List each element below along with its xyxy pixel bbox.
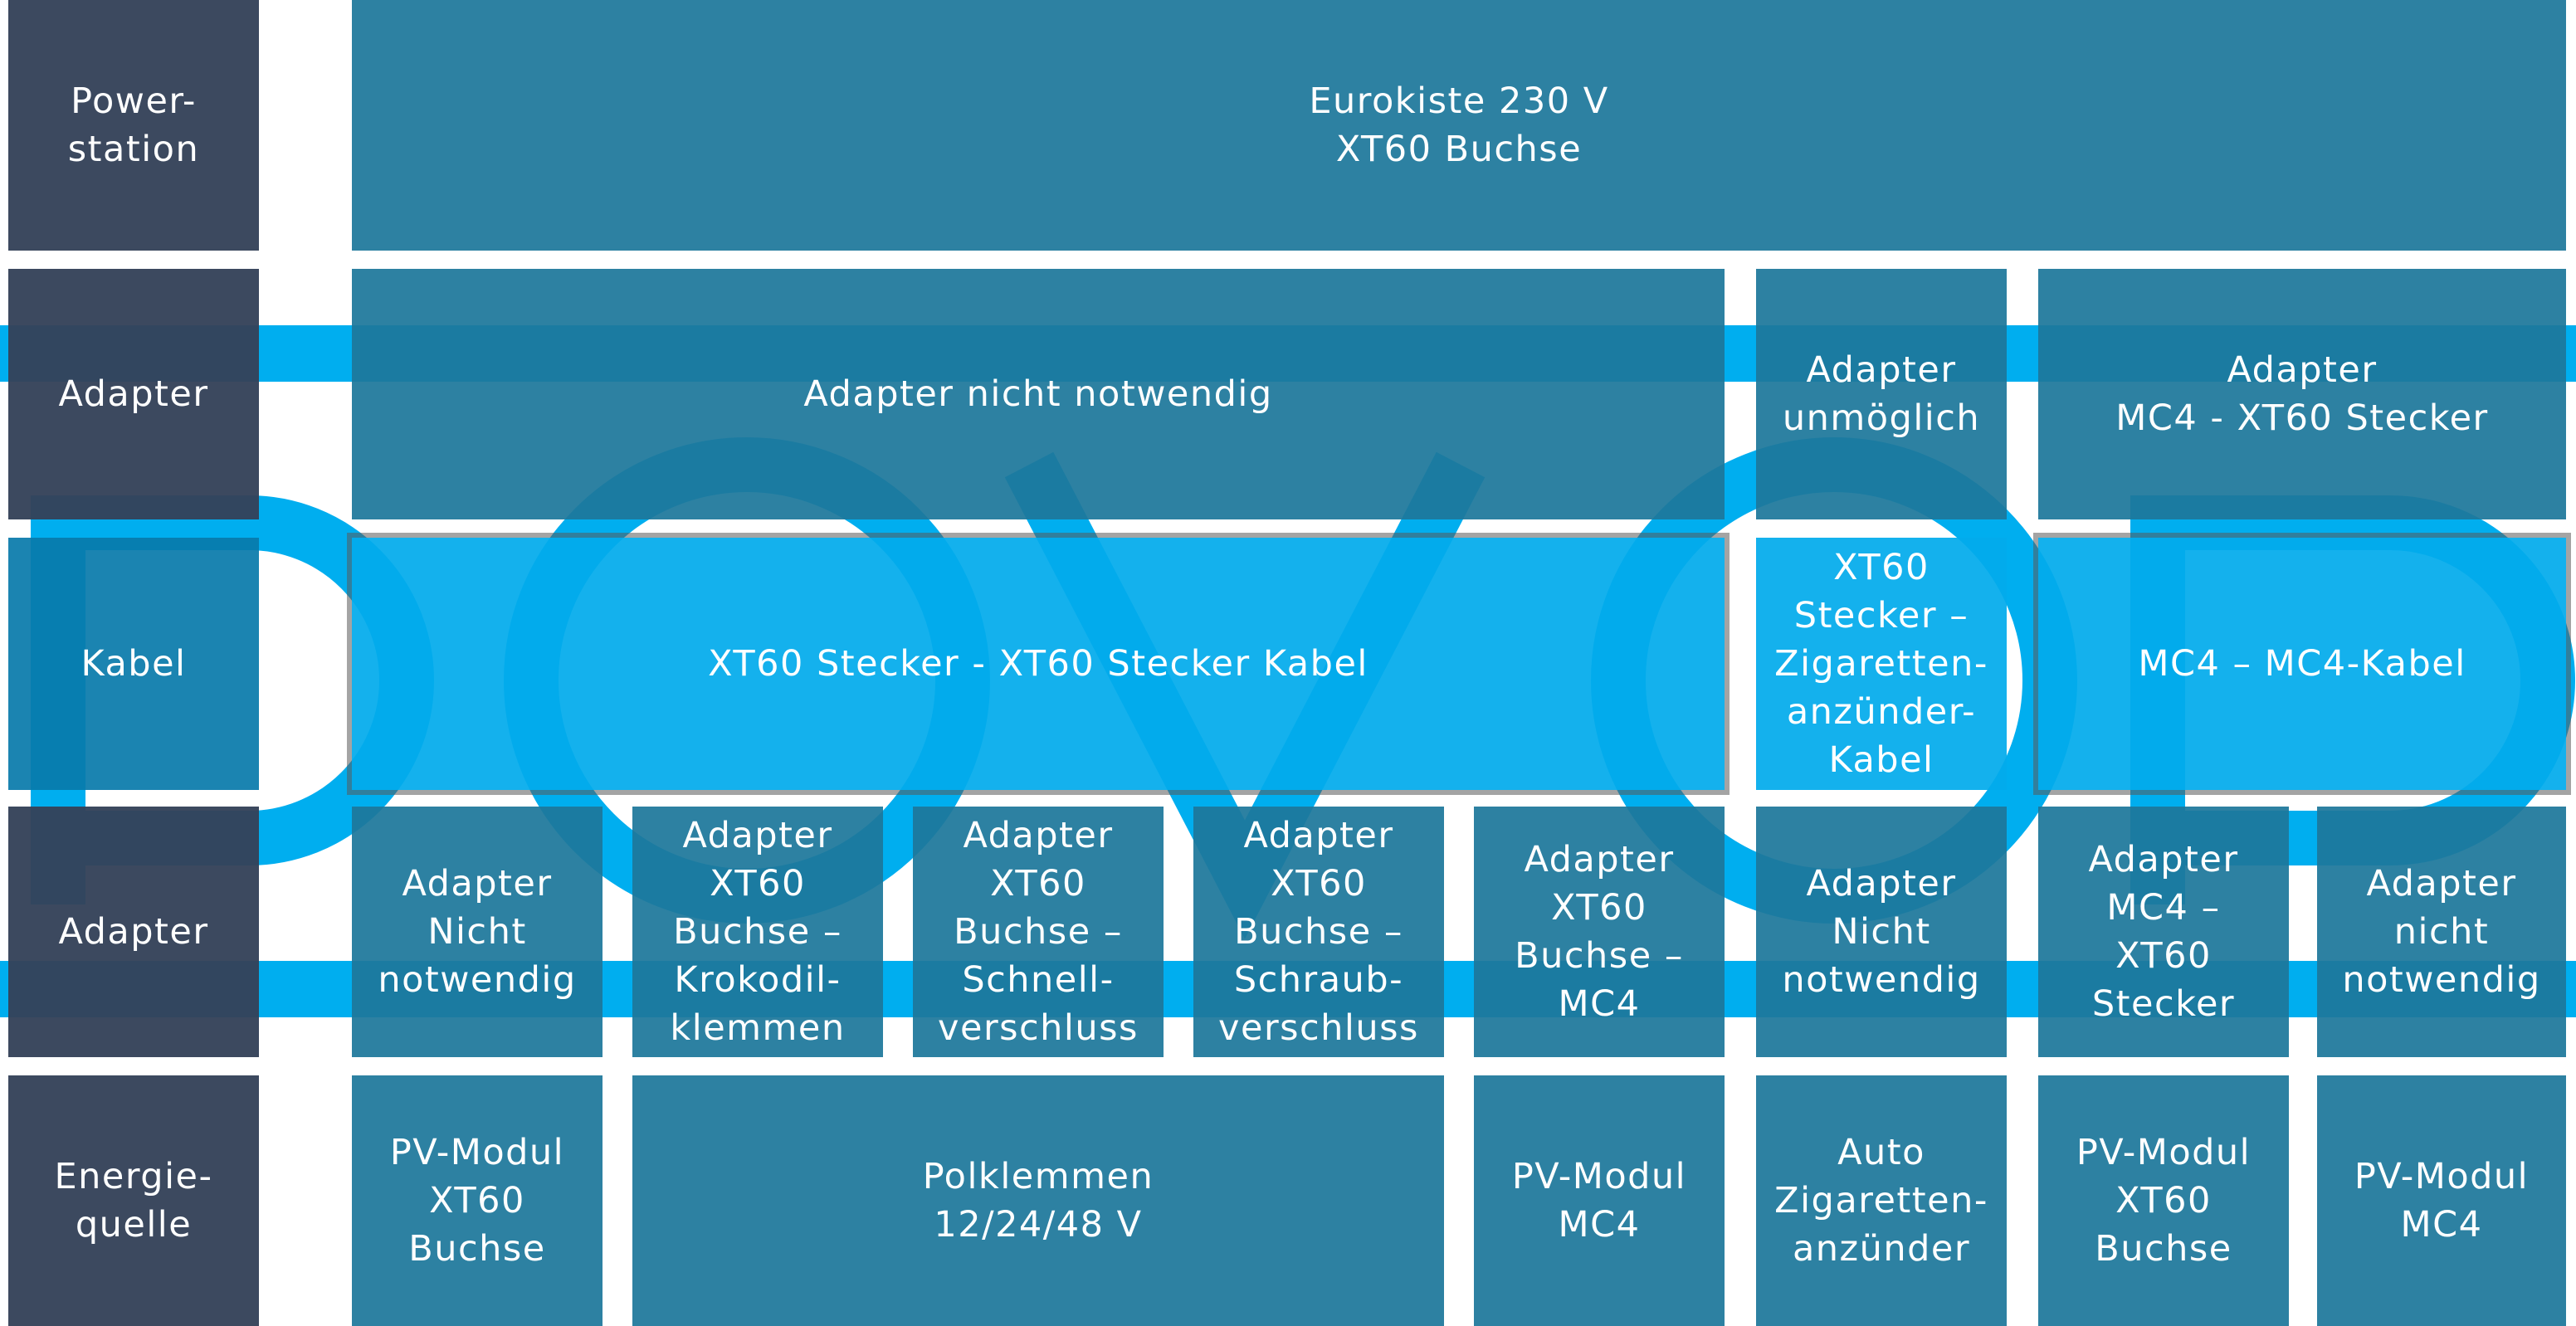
adapter-bottom-box: Adapter Nicht notwendig	[1756, 807, 2007, 1057]
adapter-bottom-box: Adapter XT60 Buchse – Schnell- verschlus…	[913, 807, 1164, 1057]
row-label-adapter-bottom: Adapter	[8, 807, 259, 1057]
adapter-top-box: Adapter nicht notwendig	[352, 269, 1725, 519]
adapter-bottom-box: Adapter XT60 Buchse – Krokodil- klemmen	[632, 807, 883, 1057]
source-box: PV-Modul XT60 Buchse	[2038, 1075, 2289, 1326]
source-box: Polklemmen 12/24/48 V	[632, 1075, 1444, 1326]
source-box: Auto Zigaretten- anzünder	[1756, 1075, 2007, 1326]
adapter-bottom-box: Adapter XT60 Buchse – Schraub- verschlus…	[1193, 807, 1444, 1057]
row-label-kabel: Kabel	[8, 538, 259, 790]
row-label-adapter-top: Adapter	[8, 269, 259, 519]
row-label-energiequelle: Energie- quelle	[8, 1075, 259, 1326]
row-label-powerstation: Power- station	[8, 0, 259, 251]
cable-box: MC4 – MC4-Kabel	[2038, 538, 2566, 790]
adapter-bottom-box: Adapter MC4 – XT60 Stecker	[2038, 807, 2289, 1057]
cable-box: XT60 Stecker – Zigaretten- anzünder- Kab…	[1756, 538, 2007, 790]
cable-box: XT60 Stecker - XT60 Stecker Kabel	[352, 538, 1725, 790]
powerstation-box: Eurokiste 230 V XT60 Buchse	[352, 0, 2566, 251]
adapter-bottom-box: Adapter nicht notwendig	[2317, 807, 2566, 1057]
adapter-bottom-box: Adapter Nicht notwendig	[352, 807, 603, 1057]
adapter-bottom-box: Adapter XT60 Buchse – MC4	[1474, 807, 1725, 1057]
source-box: PV-Modul MC4	[1474, 1075, 1725, 1326]
source-box: PV-Modul XT60 Buchse	[352, 1075, 603, 1326]
adapter-top-box: Adapter unmöglich	[1756, 269, 2007, 519]
adapter-top-box: Adapter MC4 - XT60 Stecker	[2038, 269, 2566, 519]
source-box: PV-Modul MC4	[2317, 1075, 2566, 1326]
